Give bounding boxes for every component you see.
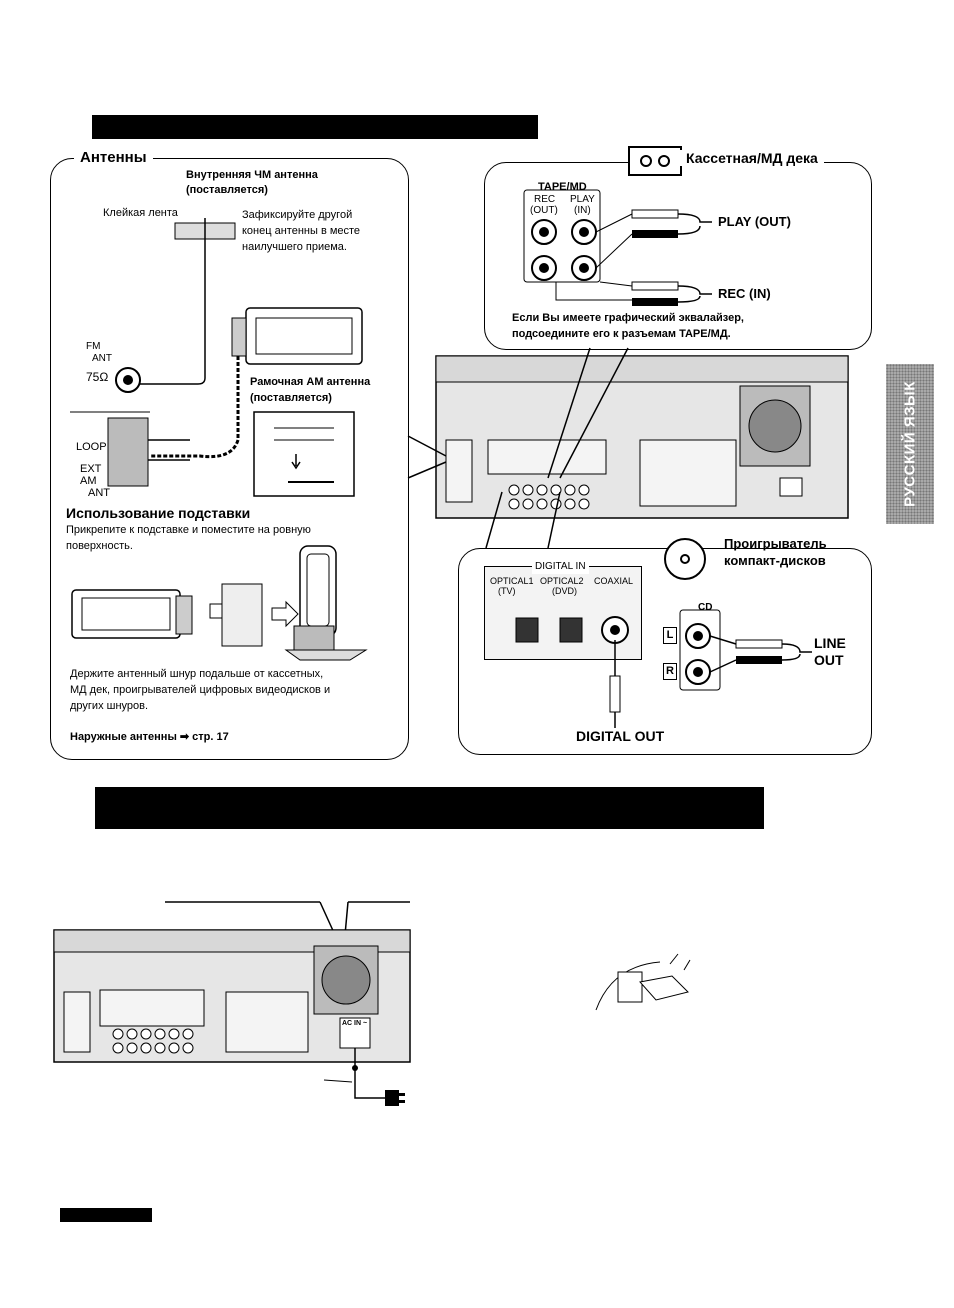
cd-r-label: R [663,663,677,680]
compact-disc-icon [664,538,706,580]
coaxial-jack-icon [601,616,629,644]
ohm-label: 75Ω [86,370,109,384]
stand-text-1: Прикрепите к подставке и поместите на ро… [66,524,311,536]
eq-note-2: подсоедините его к разъемам TAPE/МД. [512,328,731,340]
cassette-icon [628,146,682,176]
cd-panel [458,548,872,755]
rec-out-label: (OUT) [530,205,558,216]
fm-indoor-supplied: (поставляется) [186,184,268,196]
power-plug-icon [385,1090,405,1106]
digital-out-label: DIGITAL OUT [576,728,665,744]
jack-icon [685,623,711,649]
loop-label: LOOP [76,441,107,453]
keep-away-3: других шнуров. [70,700,149,712]
antennas-panel [50,158,409,760]
antennas-heading: Антенны [74,149,153,166]
rca-jack-row [508,484,590,510]
optical2-dvd-label: (DVD) [552,586,577,596]
fix-note-1: Зафиксируйте другой [242,209,353,221]
antenna-terminal-icon [70,411,190,487]
eq-note-1: Если Вы имеете графический эквалайзер, [512,312,744,324]
out-label: OUT [814,652,844,668]
stand-assembly-icon [71,545,368,661]
rec-in-label: REC (IN) [718,286,771,301]
optical2-label: OPTICAL2 [540,576,584,586]
line-label: LINE [814,635,846,651]
outlet-plug-icon [595,953,691,1011]
jack-icon [531,255,557,281]
optical1-label: OPTICAL1 [490,576,534,586]
play-in-label: (IN) [574,205,591,216]
outdoor-antennas-link: Наружные антенны ➡ стр. 17 [70,731,229,743]
digital-in-label: DIGITAL IN [532,559,589,574]
cd-heading-2: компакт-дисков [724,553,826,568]
fix-note-2: конец антенны в месте [242,225,361,237]
fm-ant-label: ANT [92,353,112,364]
rca-plug-icon [555,209,712,306]
stand-text-2: поверхность. [66,540,133,552]
fix-note-3: наилучшего приема. [242,241,347,253]
am-loop-title: Рамочная AM антенна [250,376,371,388]
rec-label: REC [534,194,556,205]
fm-wire-icon [115,218,236,393]
stand-heading: Использование подставки [66,505,251,521]
language-tab: РУССКИЙ ЯЗЫК [886,364,934,524]
fm-indoor-title: Внутренняя ЧМ антенна [186,169,318,181]
fm-label: FM [86,341,101,352]
keep-away-1: Держите антенный шнур подальше от кассет… [70,668,324,680]
cd-heading-1: Проигрыватель [724,536,827,551]
tape-heading: Кассетная/МД дека [680,150,824,166]
cd-group-label: CD [696,600,715,615]
tape-label: Клейкая лента [103,207,178,219]
optical1-tv-label: (TV) [498,586,516,596]
coaxial-label: COAXIAL [594,576,634,586]
ant-label: ANT [88,487,110,499]
play-label: PLAY [570,194,595,205]
section-bar-middle [95,787,764,829]
keep-away-2: МД дек, проигрывателей цифровых видеодис… [70,684,331,696]
ac-in-label: AC IN ~ [342,1020,368,1027]
am-loop-supplied: (поставляется) [250,392,332,404]
section-bar-top [92,115,538,139]
am-loop-antenna-icon [150,307,363,459]
play-out-label: PLAY (OUT) [718,214,791,229]
cd-l-label: L [663,627,677,644]
wire-strip-inset-icon [253,411,355,497]
page-number-bar [60,1208,152,1222]
ext-label: EXT [80,463,102,475]
jack-icon [531,219,557,245]
am-label: AM [80,475,97,487]
